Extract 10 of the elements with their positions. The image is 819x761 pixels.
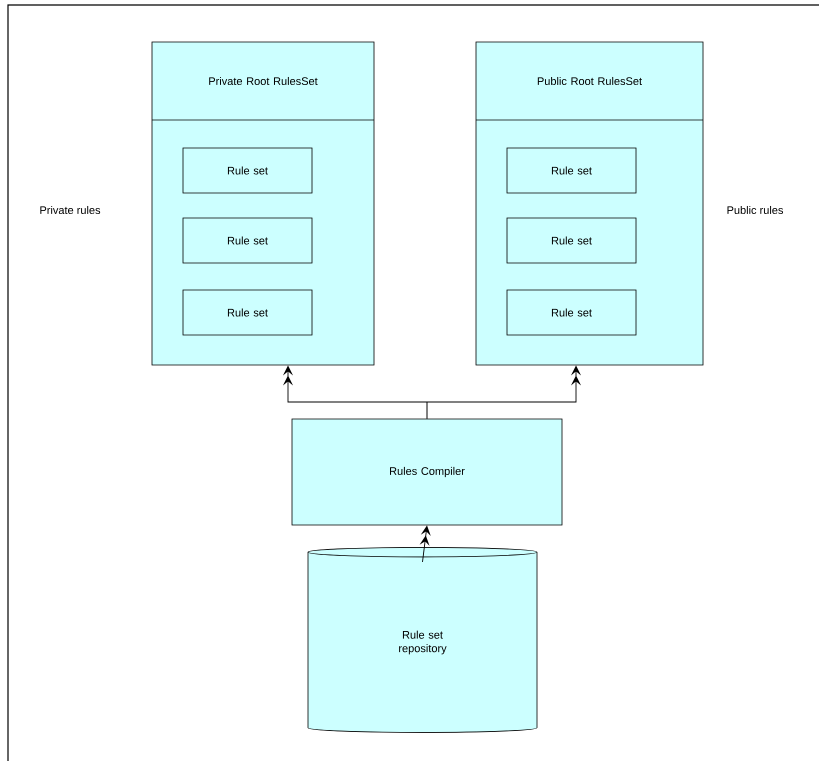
process-box: Rule set: [506, 218, 636, 264]
database-cylinder: Rule set repository: [308, 547, 538, 733]
side-label: Private rules: [40, 206, 100, 214]
process-box: Rule set: [182, 218, 312, 264]
process-box: Rule set: [506, 148, 636, 194]
process-box: Rules Compiler: [292, 418, 562, 526]
process-box: Rule set: [182, 290, 312, 336]
process-box: Rule set: [182, 148, 312, 194]
side-label: Public rules: [728, 206, 784, 214]
process-box: Rule set: [506, 290, 636, 336]
